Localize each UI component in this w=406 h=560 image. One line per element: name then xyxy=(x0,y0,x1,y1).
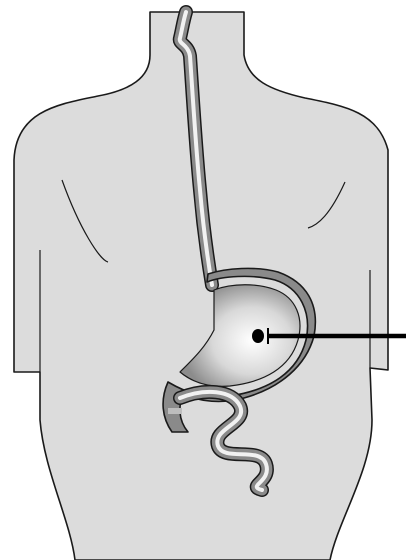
torso-silhouette xyxy=(14,12,388,560)
pointer-dot xyxy=(252,329,264,343)
pylorus-band xyxy=(168,408,182,414)
